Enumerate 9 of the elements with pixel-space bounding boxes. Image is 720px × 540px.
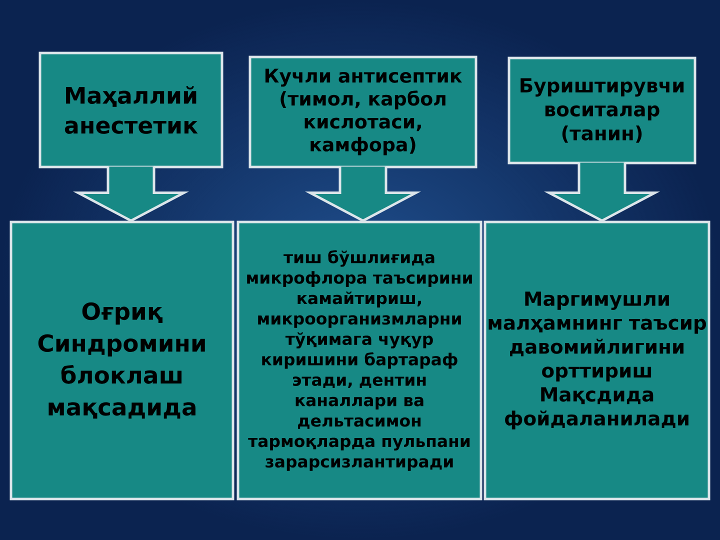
block-arrow [304, 165, 422, 222]
text-box: Буриштирувчи воситалар (танин) [508, 56, 696, 164]
text-box: Оғриқ Синдромини блоклаш мақсадида [10, 220, 234, 500]
block-arrow [72, 165, 190, 222]
text-box: тиш бўшлиғида микрофлора таъсирини камайтириш, микроорганизмларни тўқимага чуқур киришини бартараф этади, дентин каналлари ва дельтасимон тармоқларда пульпани зарарсизлантиради [236, 220, 482, 500]
text-box: Маҳаллий анестетик [38, 52, 224, 168]
text-box: Кучли антисептик (тимол, карбол кислотаси, камфора) [248, 56, 478, 168]
block-arrow [544, 161, 660, 222]
text-box: Маргимушли малҳамнинг таъсир давомийлигини орттириш Мақсдида фойдаланилади [484, 220, 710, 500]
